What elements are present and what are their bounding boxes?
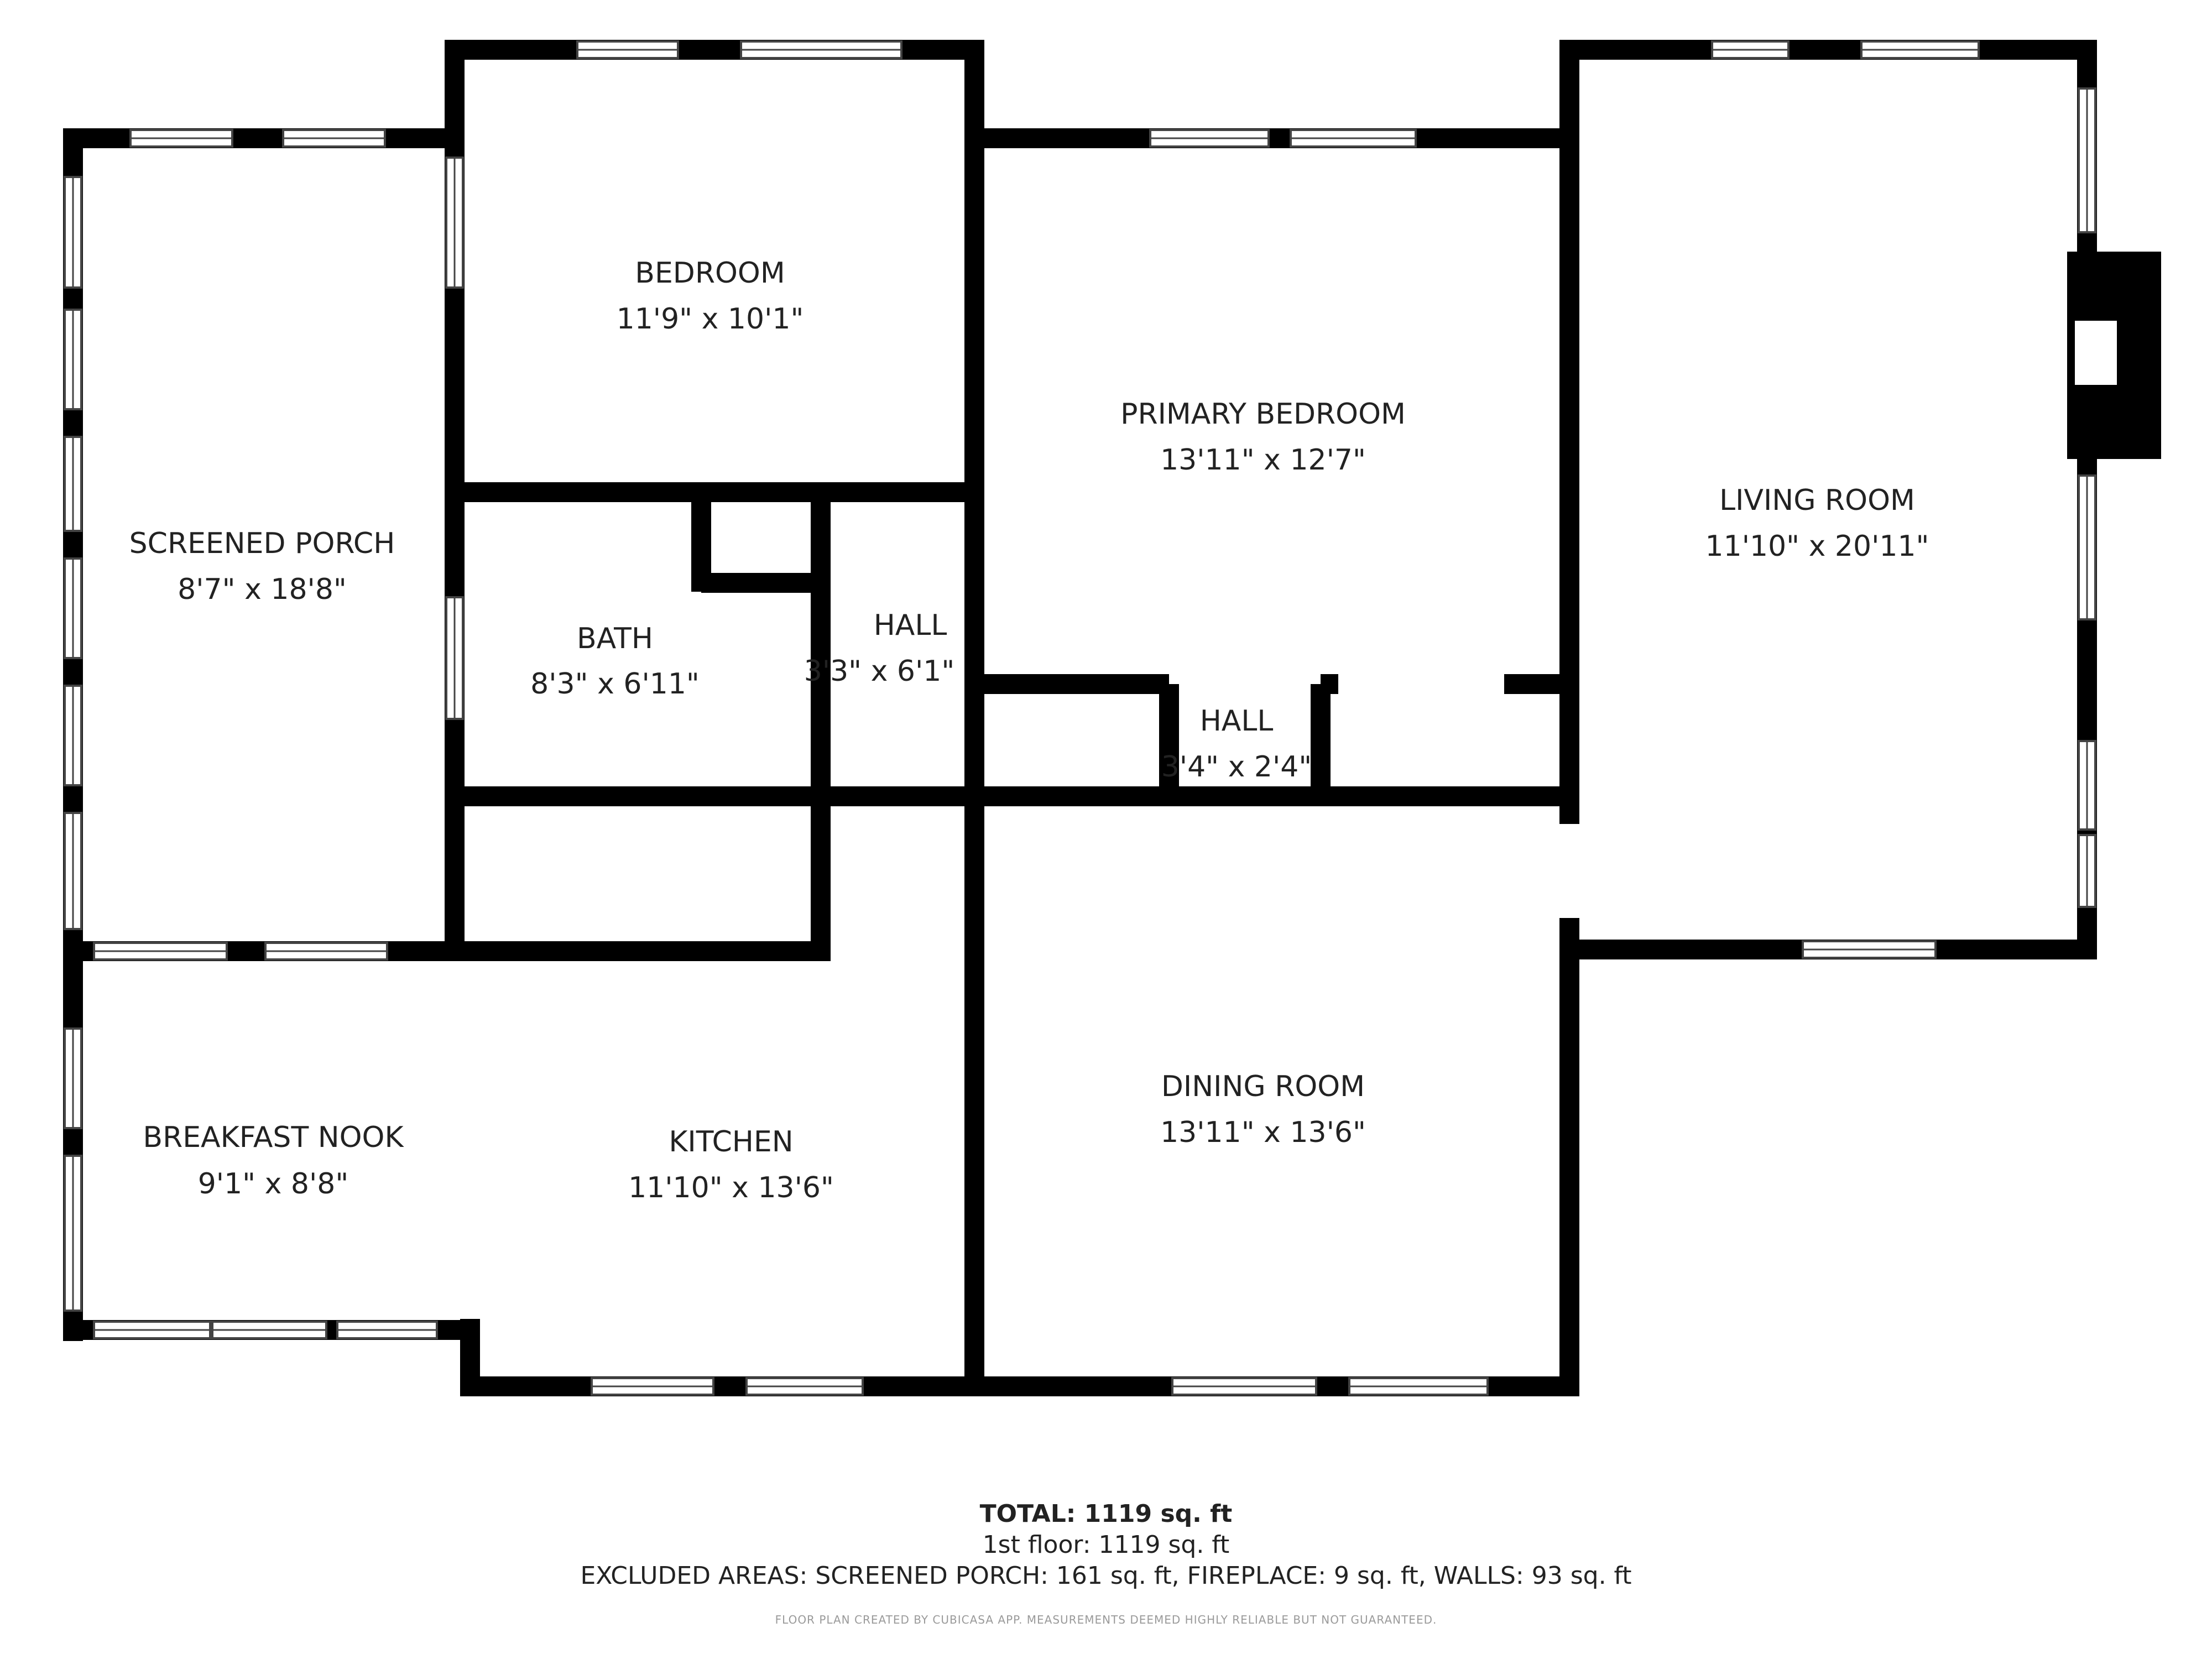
room-size-hall-1: 3'3" x 6'1" — [804, 655, 955, 688]
window — [576, 40, 679, 59]
window — [93, 1321, 211, 1339]
wall-segment — [1559, 918, 1579, 1396]
window — [2078, 834, 2096, 908]
window — [1711, 40, 1790, 59]
wall-segment — [445, 786, 1569, 806]
window — [740, 40, 902, 59]
room-name-kitchen: KITCHEN — [669, 1125, 793, 1159]
window — [64, 1155, 82, 1312]
window — [745, 1377, 864, 1396]
room-name-living-room: LIVING ROOM — [1719, 484, 1915, 517]
window — [64, 176, 82, 289]
window — [1802, 940, 1937, 959]
windows — [64, 40, 2096, 1396]
room-size-screened-porch: 8'7" x 18'8" — [178, 573, 347, 606]
wall-segment — [1559, 40, 2096, 60]
window — [1860, 40, 1980, 59]
room-name-dining-room: DINING ROOM — [1161, 1070, 1365, 1103]
window — [64, 1027, 82, 1129]
room-size-breakfast-nook: 9'1" x 8'8" — [198, 1167, 349, 1201]
wall-segment — [63, 128, 459, 148]
room-name-primary-bedroom: PRIMARY BEDROOM — [1120, 398, 1406, 431]
wall-segment — [964, 138, 984, 1396]
window — [445, 156, 464, 289]
room-name-hall-1: HALL — [874, 609, 947, 642]
wall-segment — [811, 492, 831, 796]
room-name-breakfast-nook: BREAKFAST NOOK — [143, 1121, 404, 1154]
floor-area: 1st floor: 1119 sq. ft — [982, 1531, 1230, 1559]
window — [336, 1321, 438, 1339]
room-size-bedroom: 11'9" x 10'1" — [617, 302, 804, 336]
window — [64, 685, 82, 786]
window — [264, 942, 388, 961]
room-size-dining-room: 13'11" x 13'6" — [1160, 1116, 1366, 1149]
wall-segment — [1559, 40, 1579, 824]
room-size-living-room: 11'10" x 20'11" — [1705, 530, 1929, 563]
fireplace — [2067, 252, 2161, 459]
window — [1290, 129, 1417, 148]
wall-segment — [445, 40, 984, 60]
window — [64, 309, 82, 410]
room-size-primary-bedroom: 13'11" x 12'7" — [1160, 444, 1366, 477]
window — [64, 812, 82, 930]
window — [64, 436, 82, 532]
window — [2078, 740, 2096, 831]
excluded-areas: EXCLUDED AREAS: SCREENED PORCH: 161 sq. … — [580, 1562, 1632, 1590]
wall-segment — [701, 573, 821, 593]
wall-segment — [1504, 674, 1569, 694]
window — [2078, 474, 2096, 620]
window — [282, 129, 386, 148]
window — [1348, 1377, 1489, 1396]
wall-segment — [974, 674, 1169, 694]
window — [64, 557, 82, 659]
disclaimer: FLOOR PLAN CREATED BY CUBICASA APP. MEAS… — [775, 1613, 1437, 1626]
room-name-bedroom: BEDROOM — [635, 257, 785, 290]
wall-segment — [1311, 684, 1331, 796]
window — [445, 596, 464, 720]
floor-plan: BEDROOM 11'9" x 10'1" SCREENED PORCH 8'7… — [63, 40, 2161, 1396]
room-size-bath: 8'3" x 6'11" — [530, 667, 700, 701]
window — [93, 942, 228, 961]
total-area: TOTAL: 1119 sq. ft — [979, 1500, 1233, 1528]
room-size-hall-2: 3'4" x 2'4" — [1161, 750, 1312, 784]
wall-segment — [811, 796, 831, 961]
room-name-bath: BATH — [577, 622, 653, 655]
wall-segment — [1321, 674, 1338, 694]
wall-segment — [1159, 684, 1179, 796]
window — [129, 129, 233, 148]
window — [1149, 129, 1270, 148]
window — [591, 1377, 714, 1396]
walls — [63, 40, 2097, 1396]
room-size-kitchen: 11'10" x 13'6" — [628, 1171, 834, 1204]
room-name-hall-2: HALL — [1200, 705, 1274, 738]
window — [2078, 87, 2096, 233]
window — [1171, 1377, 1317, 1396]
window — [211, 1321, 327, 1339]
room-name-screened-porch: SCREENED PORCH — [129, 527, 395, 560]
